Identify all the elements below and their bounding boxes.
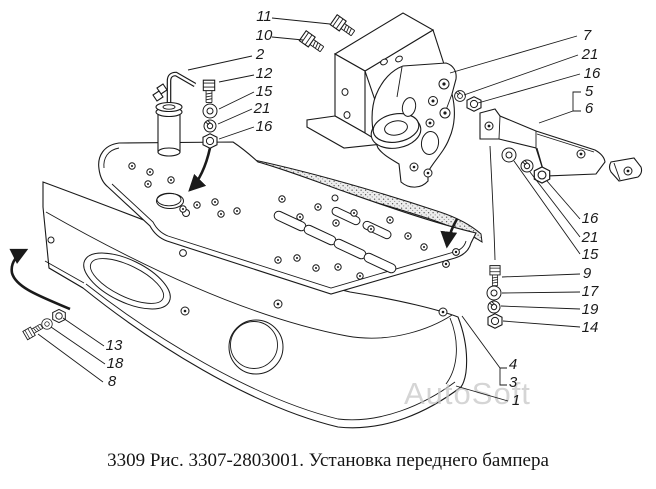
washer-18 — [41, 318, 53, 330]
callout-19: 19 — [582, 301, 599, 318]
plate-screw-holes — [128, 162, 460, 280]
bumper-left-strip — [44, 260, 85, 289]
bolt-11 — [329, 14, 357, 39]
callout-6: 6 — [585, 100, 594, 117]
nut-13 — [52, 308, 66, 324]
insert-arrow-center — [188, 147, 212, 192]
callout-8: 8 — [108, 373, 117, 390]
insert-arrow-right — [440, 218, 459, 249]
callout-5: 5 — [585, 83, 594, 100]
callout-17: 17 — [582, 283, 599, 300]
channel-bottom-flange — [306, 115, 385, 149]
bracket-5-6 — [538, 91, 581, 124]
nut-16 — [202, 133, 218, 149]
lockwasher-19 — [487, 300, 501, 314]
bumper-small-holes — [47, 236, 448, 317]
leader-lines — [37, 17, 581, 402]
callout-10: 10 — [256, 27, 273, 44]
nut-16b — [466, 96, 482, 112]
washer-15b — [501, 147, 517, 163]
lockwasher-21 — [203, 119, 217, 133]
callout-7: 7 — [583, 27, 592, 44]
lockwasher-21b — [454, 90, 466, 102]
callout-3: 3 — [509, 374, 518, 391]
direction-arrows — [9, 147, 459, 311]
bolt-9-axis-line — [489, 145, 496, 261]
callout-15: 15 — [256, 83, 273, 100]
plate-left-inner-arc — [103, 147, 120, 169]
bumper-oval-slot — [83, 252, 171, 310]
callout-11: 11 — [256, 8, 272, 25]
bumper-crease-line — [45, 211, 453, 339]
callout-18: 18 — [107, 355, 124, 372]
cylinder-body — [157, 111, 181, 153]
insert-arrow-left — [9, 248, 71, 311]
callout-14: 14 — [582, 319, 599, 336]
callout-2: 2 — [255, 46, 265, 63]
bumper-endcap-inner-line — [445, 317, 457, 385]
callout-12: 12 — [256, 65, 273, 82]
callout-labels: 11 10 2 12 15 21 16 7 21 16 5 6 16 21 15… — [106, 8, 601, 409]
bracket-4-3 — [461, 315, 507, 386]
callout-1: 1 — [512, 392, 520, 409]
callout-16c: 16 — [582, 210, 599, 227]
bolt-10 — [298, 30, 326, 55]
extension-arm — [479, 108, 606, 177]
bolt-12 — [202, 79, 216, 104]
bumper-round-hole — [228, 319, 284, 375]
bolt-8 — [22, 321, 45, 341]
callout-21: 21 — [253, 100, 271, 117]
cast-bracket-holes — [409, 78, 451, 178]
bumper-beam — [42, 181, 468, 429]
lockwasher-21c — [520, 159, 534, 173]
callout-13: 13 — [106, 337, 123, 354]
callout-16b: 16 — [584, 65, 601, 82]
washer-15 — [202, 103, 218, 119]
cast-bracket — [370, 62, 457, 188]
washer-17 — [486, 285, 502, 301]
callout-9: 9 — [583, 265, 592, 282]
bumper-bottom-inner-line — [85, 283, 456, 421]
callout-16: 16 — [256, 118, 273, 135]
callout-21c: 21 — [581, 229, 599, 246]
figure-caption: 3309 Рис. 3307-2803001. Установка передн… — [107, 450, 549, 471]
watermark: AutoSoft — [404, 376, 531, 411]
plate-edge-inner-line — [111, 183, 467, 289]
buffer-cylinder — [152, 71, 197, 157]
end-bracket — [608, 157, 643, 182]
nut-14 — [487, 313, 503, 329]
callout-21b: 21 — [581, 46, 599, 63]
rod-clip-tab — [152, 90, 164, 102]
bolt-9 — [489, 265, 501, 287]
callout-15b: 15 — [582, 246, 599, 263]
callout-4: 4 — [509, 356, 517, 373]
